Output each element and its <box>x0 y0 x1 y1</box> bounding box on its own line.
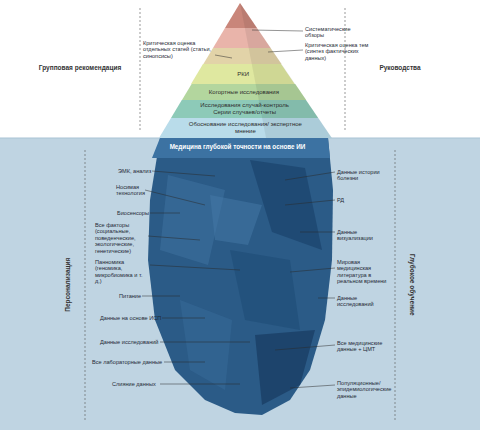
leader-line <box>164 362 205 363</box>
callout-label: Данные на основе ИСП <box>100 315 162 321</box>
band-label: Исследования случай-контроль Серии случа… <box>195 102 295 115</box>
callout-label: ЭМК, анализ <box>118 168 163 174</box>
callout-label: Данные истории болезни <box>337 169 393 182</box>
band-text-wrap: Обоснование исследования/ экспертное мне… <box>159 118 332 138</box>
callout-label: Критическая оценка отдельных статей (ста… <box>143 40 215 59</box>
leader-line <box>290 385 335 388</box>
callout-label: Все факторы (социальные, поведенческие, … <box>95 222 147 254</box>
callout-label: Данные визуализации <box>337 229 393 242</box>
callout-label: Биосенсоры <box>117 210 162 216</box>
callout-label: Данные исследований <box>100 339 162 345</box>
tip-layer <box>213 28 271 48</box>
node-shape <box>182 84 306 100</box>
callout-label: Все лабораторные данные <box>92 359 164 365</box>
node-outline <box>140 138 335 418</box>
leader-line <box>162 318 205 319</box>
leader-line <box>215 55 232 58</box>
leader-line <box>285 200 335 205</box>
tip-shade <box>240 3 332 138</box>
band-label: Обоснование исследования/ экспертное мне… <box>185 121 305 134</box>
callout-label: Все медицинские данные + ЦМТ <box>337 340 393 353</box>
leader-line <box>268 50 303 52</box>
ice-facet <box>180 300 232 390</box>
node-shape <box>171 100 318 118</box>
callout-label: Носимая технология <box>116 184 148 197</box>
leader-line <box>150 265 240 270</box>
callout-label: Слияние данных <box>112 381 162 387</box>
band-label: РКИ <box>237 71 249 78</box>
ice-facet <box>210 195 262 245</box>
node-shape <box>159 118 332 138</box>
leader-line <box>152 171 215 176</box>
callout-label: Критическая оценка тем (синтез фактическ… <box>305 42 380 61</box>
body-heading: Медицина глубокой точности на основе ИИ <box>140 144 335 151</box>
leader-line <box>300 232 335 233</box>
leader-line <box>145 190 205 205</box>
side-heading: Персонализация <box>64 225 71 345</box>
callout-label: РД <box>337 197 393 203</box>
dashed-divider <box>85 150 86 420</box>
callout-label: Данные исследований <box>337 295 393 308</box>
callout-label: Мировая медицинская литература в реально… <box>337 259 393 285</box>
leader-line <box>285 172 335 180</box>
leader-line <box>160 384 240 385</box>
ice-facet <box>255 330 315 405</box>
band-label: Когортные исследования <box>209 89 279 96</box>
leader-line <box>160 342 250 343</box>
water <box>0 138 480 430</box>
callout-label: Систематические обзоры <box>305 26 363 39</box>
side-heading: Групповая рекомендация <box>30 64 130 71</box>
evidence-band: Обоснование исследования/ экспертное мне… <box>159 118 332 138</box>
band-text-wrap: РКИ <box>191 64 295 84</box>
leader-lines <box>142 30 335 388</box>
callout-label: Панномика (геномика, микробиомика и т. д… <box>95 259 150 285</box>
iceberg-body: Медицина глубокой точности на основе ИИ <box>140 138 335 418</box>
callout-label: Популяционные/ эпидемиологические данные <box>337 380 393 399</box>
callout-label: Питание <box>119 293 159 299</box>
evidence-band: Исследования случай-контроль Серии случа… <box>171 100 318 118</box>
leader-line <box>290 268 335 272</box>
band-text-wrap: Исследования случай-контроль Серии случа… <box>171 100 318 118</box>
leader-line <box>318 298 335 299</box>
evidence-band: Когортные исследования <box>182 84 306 100</box>
evidence-band: РКИ <box>191 64 295 84</box>
leader-line <box>148 236 200 240</box>
tip-layer <box>225 3 257 28</box>
side-heading: Глубокое обучение <box>408 225 415 345</box>
leader-line <box>142 296 180 297</box>
side-heading: Руководства <box>355 64 445 71</box>
band-text-wrap: Когортные исследования <box>182 84 306 100</box>
leader-line <box>252 30 303 31</box>
leader-line <box>150 213 180 214</box>
tip-layer <box>203 48 281 64</box>
dashed-divider <box>395 150 396 420</box>
node-shape <box>191 64 295 84</box>
ice-facet <box>230 250 300 330</box>
dashed-divider <box>140 8 141 132</box>
leader-line <box>275 345 335 350</box>
node-shape <box>148 138 333 415</box>
